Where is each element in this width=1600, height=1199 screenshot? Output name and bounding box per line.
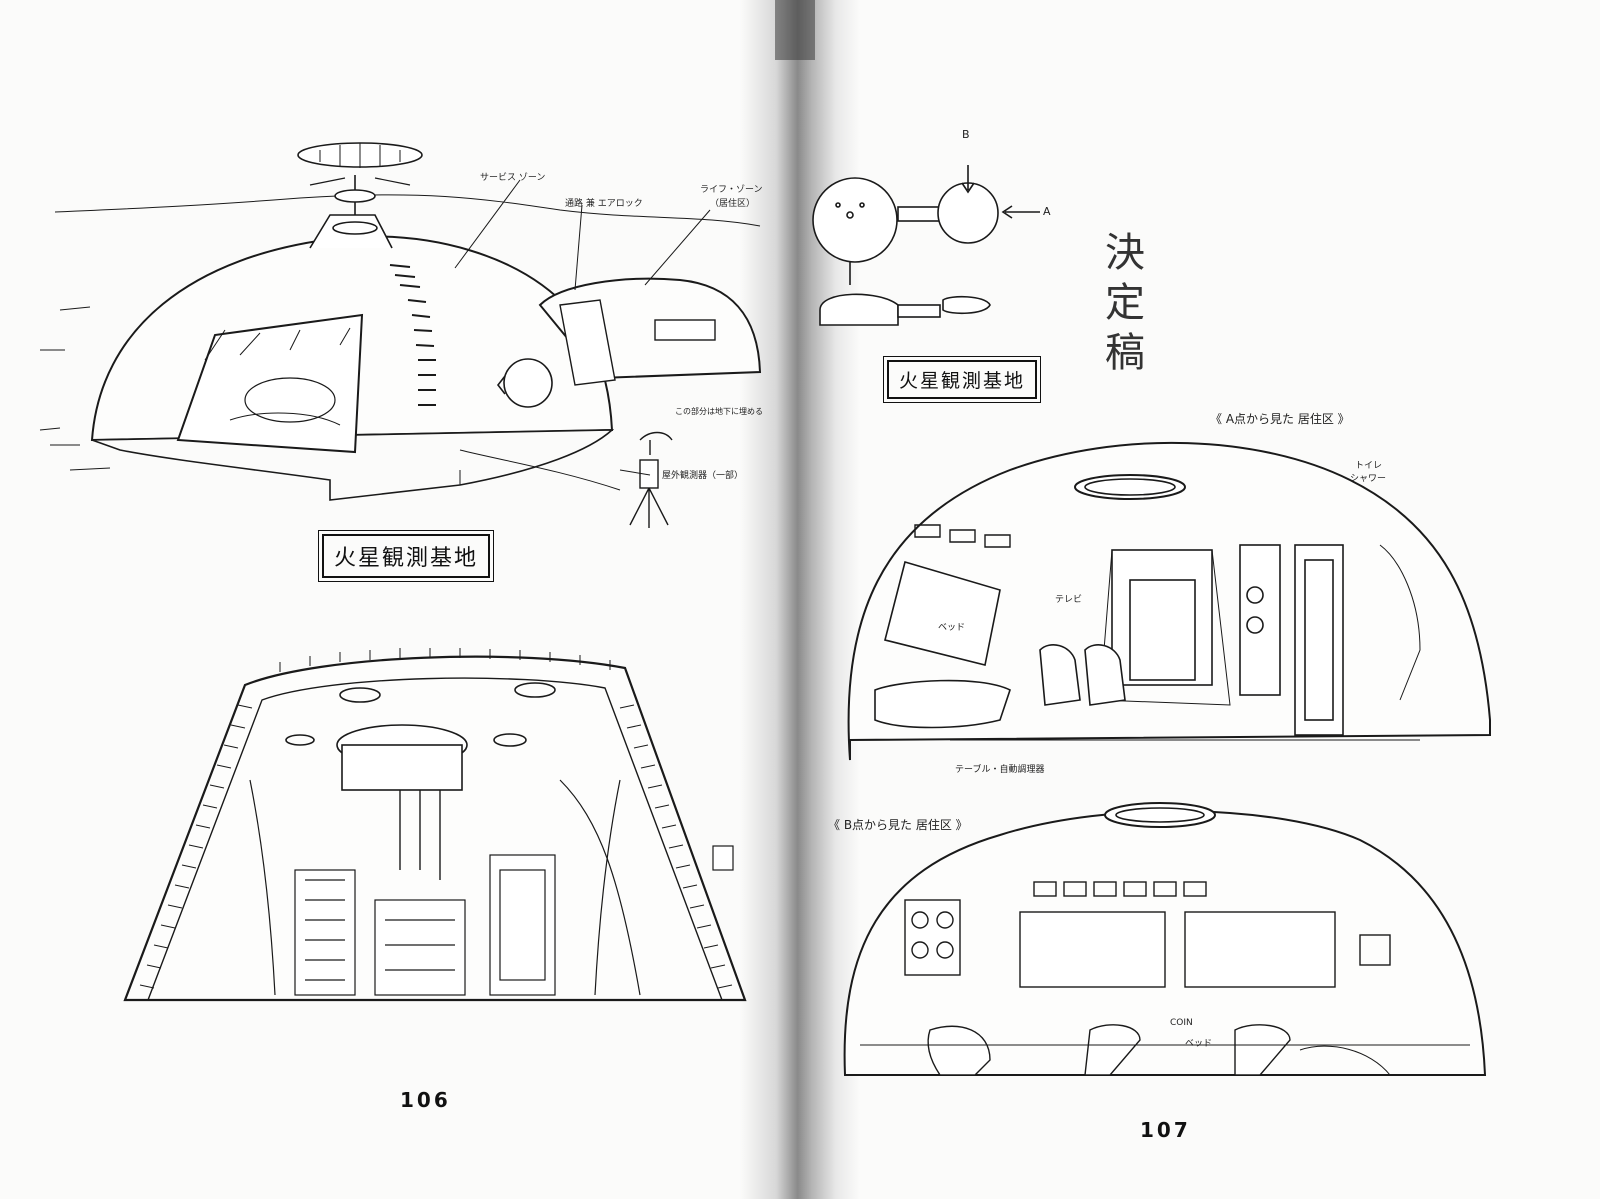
right-caption-box: 火星観測基地 — [882, 356, 1042, 403]
base-layout-plan — [812, 165, 1040, 326]
vertical-title-char-2: 定 — [1105, 280, 1145, 326]
horizon-line — [54, 194, 761, 227]
view-a-caption: 《 A点から見た 居住区 》 — [1210, 412, 1350, 426]
left-page-drawings — [39, 142, 762, 1002]
view-b-ceiling-hatch — [1104, 802, 1216, 828]
dome-vents — [389, 264, 436, 406]
label-table-cooker: テーブル・自動調理器 — [955, 765, 1045, 775]
label-shower: シャワー — [1350, 474, 1387, 484]
main-hatch — [503, 358, 553, 408]
vertical-title-char-3: 稿 — [1105, 330, 1145, 376]
label-bed-b: ベッド — [1185, 1039, 1213, 1049]
outdoor-instrument — [459, 431, 673, 528]
page-number-right: 107 — [1140, 1118, 1191, 1142]
left-caption-box: 火星観測基地 — [317, 530, 495, 582]
label-life-zone: ライフ・ゾーン — [700, 185, 763, 195]
vertical-title: 決 定 稿 — [1100, 228, 1150, 378]
label-passage-airlock: 通路 兼 エアロック — [565, 199, 643, 209]
point-b-label: B — [962, 128, 970, 141]
page-number-left: 106 — [400, 1088, 451, 1112]
label-bed-a: ベッド — [938, 623, 966, 633]
view-b-caption: 《 B点から見た 居住区 》 — [828, 818, 968, 832]
label-toilet: トイレ — [1355, 461, 1383, 471]
interior-cutaway-shell — [123, 655, 747, 1002]
view-b-panels — [860, 881, 1470, 1076]
label-tv: テレビ — [1055, 595, 1083, 605]
gutter-shadow — [775, 0, 815, 60]
label-service-zone: サービス ゾーン — [480, 173, 546, 183]
shell-ribs — [139, 648, 733, 989]
point-a-label: A — [1043, 205, 1051, 218]
label-outdoor-instrument: 屋外観測器（一部） — [662, 471, 744, 481]
label-life-zone-sub: （居住区） — [710, 199, 756, 209]
label-underground-note: この部分は地下に埋める — [675, 407, 763, 416]
vertical-title-char-1: 決 — [1105, 230, 1145, 276]
label-coin: COIN — [1170, 1018, 1193, 1028]
consoles — [249, 779, 734, 996]
